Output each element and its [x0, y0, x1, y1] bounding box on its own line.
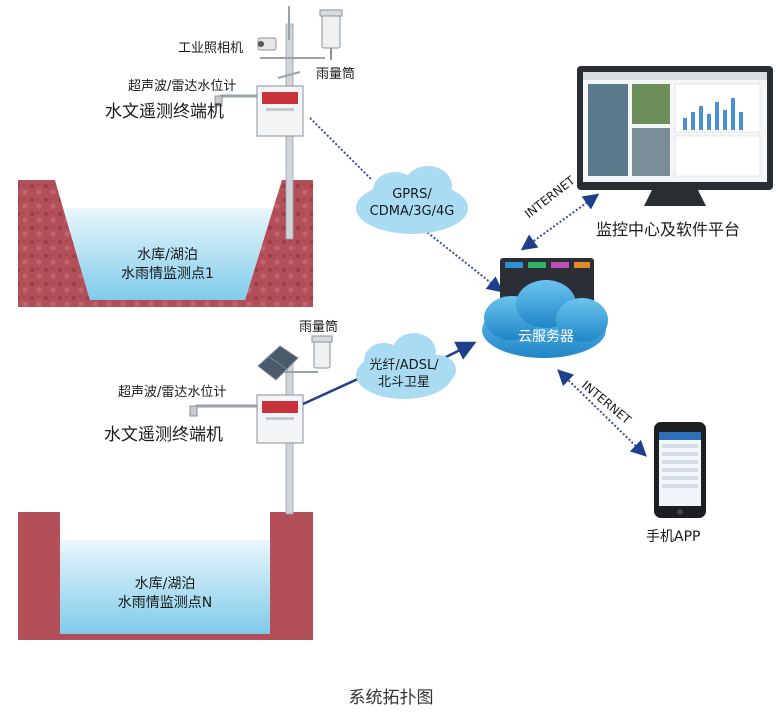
monitor-icon [577, 66, 773, 206]
internet-monitor-link [520, 193, 600, 251]
site-1-line2: 水雨情监测点1 [121, 266, 214, 282]
internet-phone-link [557, 369, 647, 457]
rain-gauge-label-1: 雨量筒 [316, 67, 356, 82]
wireless-label-line2: CDMA/3G/4G [369, 204, 455, 219]
telemetry-terminal-icon [256, 394, 304, 444]
station-1-mast [214, 6, 343, 240]
rain-gauge-icon [311, 335, 333, 369]
reservoir-2 [18, 512, 313, 640]
terminal-label-2: 水文遥测终端机 [104, 425, 223, 445]
wired-label-line2: 北斗卫星 [377, 375, 430, 390]
level-meter-icon [214, 95, 223, 107]
wired-cloud [356, 333, 456, 399]
wireless-cloud [356, 166, 468, 234]
site-2-line2: 水雨情监测点N [117, 595, 213, 611]
phone-icon [654, 422, 706, 518]
cloud-server-icon [482, 258, 608, 358]
telemetry-terminal-icon [256, 85, 304, 137]
camera-label: 工业照相机 [178, 41, 244, 56]
level-meter-label-1: 超声波/雷达水位计 [128, 79, 237, 94]
figure-caption: 系统拓扑图 [348, 688, 434, 708]
level-meter-label-2: 超声波/雷达水位计 [118, 385, 227, 400]
wired-label-line1: 光纤/ADSL/ [369, 358, 439, 373]
server-label: 云服务器 [518, 329, 574, 345]
phone-label: 手机APP [646, 529, 701, 545]
rain-gauge-icon [319, 9, 343, 60]
reservoir-1 [18, 180, 313, 307]
station-2-mast [189, 335, 333, 515]
terminal-label-1: 水文遥测终端机 [105, 102, 224, 122]
site-1-line1: 水库/湖泊 [137, 247, 198, 263]
site-2-line1: 水库/湖泊 [134, 576, 196, 592]
wireless-label-line1: GPRS/ [392, 187, 432, 202]
industrial-camera-icon [257, 37, 277, 51]
rain-gauge-label-2: 雨量筒 [299, 320, 339, 335]
wireless-link-line [309, 117, 504, 293]
level-meter-icon [189, 405, 198, 417]
monitor-label: 监控中心及软件平台 [596, 220, 741, 239]
solar-panel-icon [257, 345, 299, 381]
